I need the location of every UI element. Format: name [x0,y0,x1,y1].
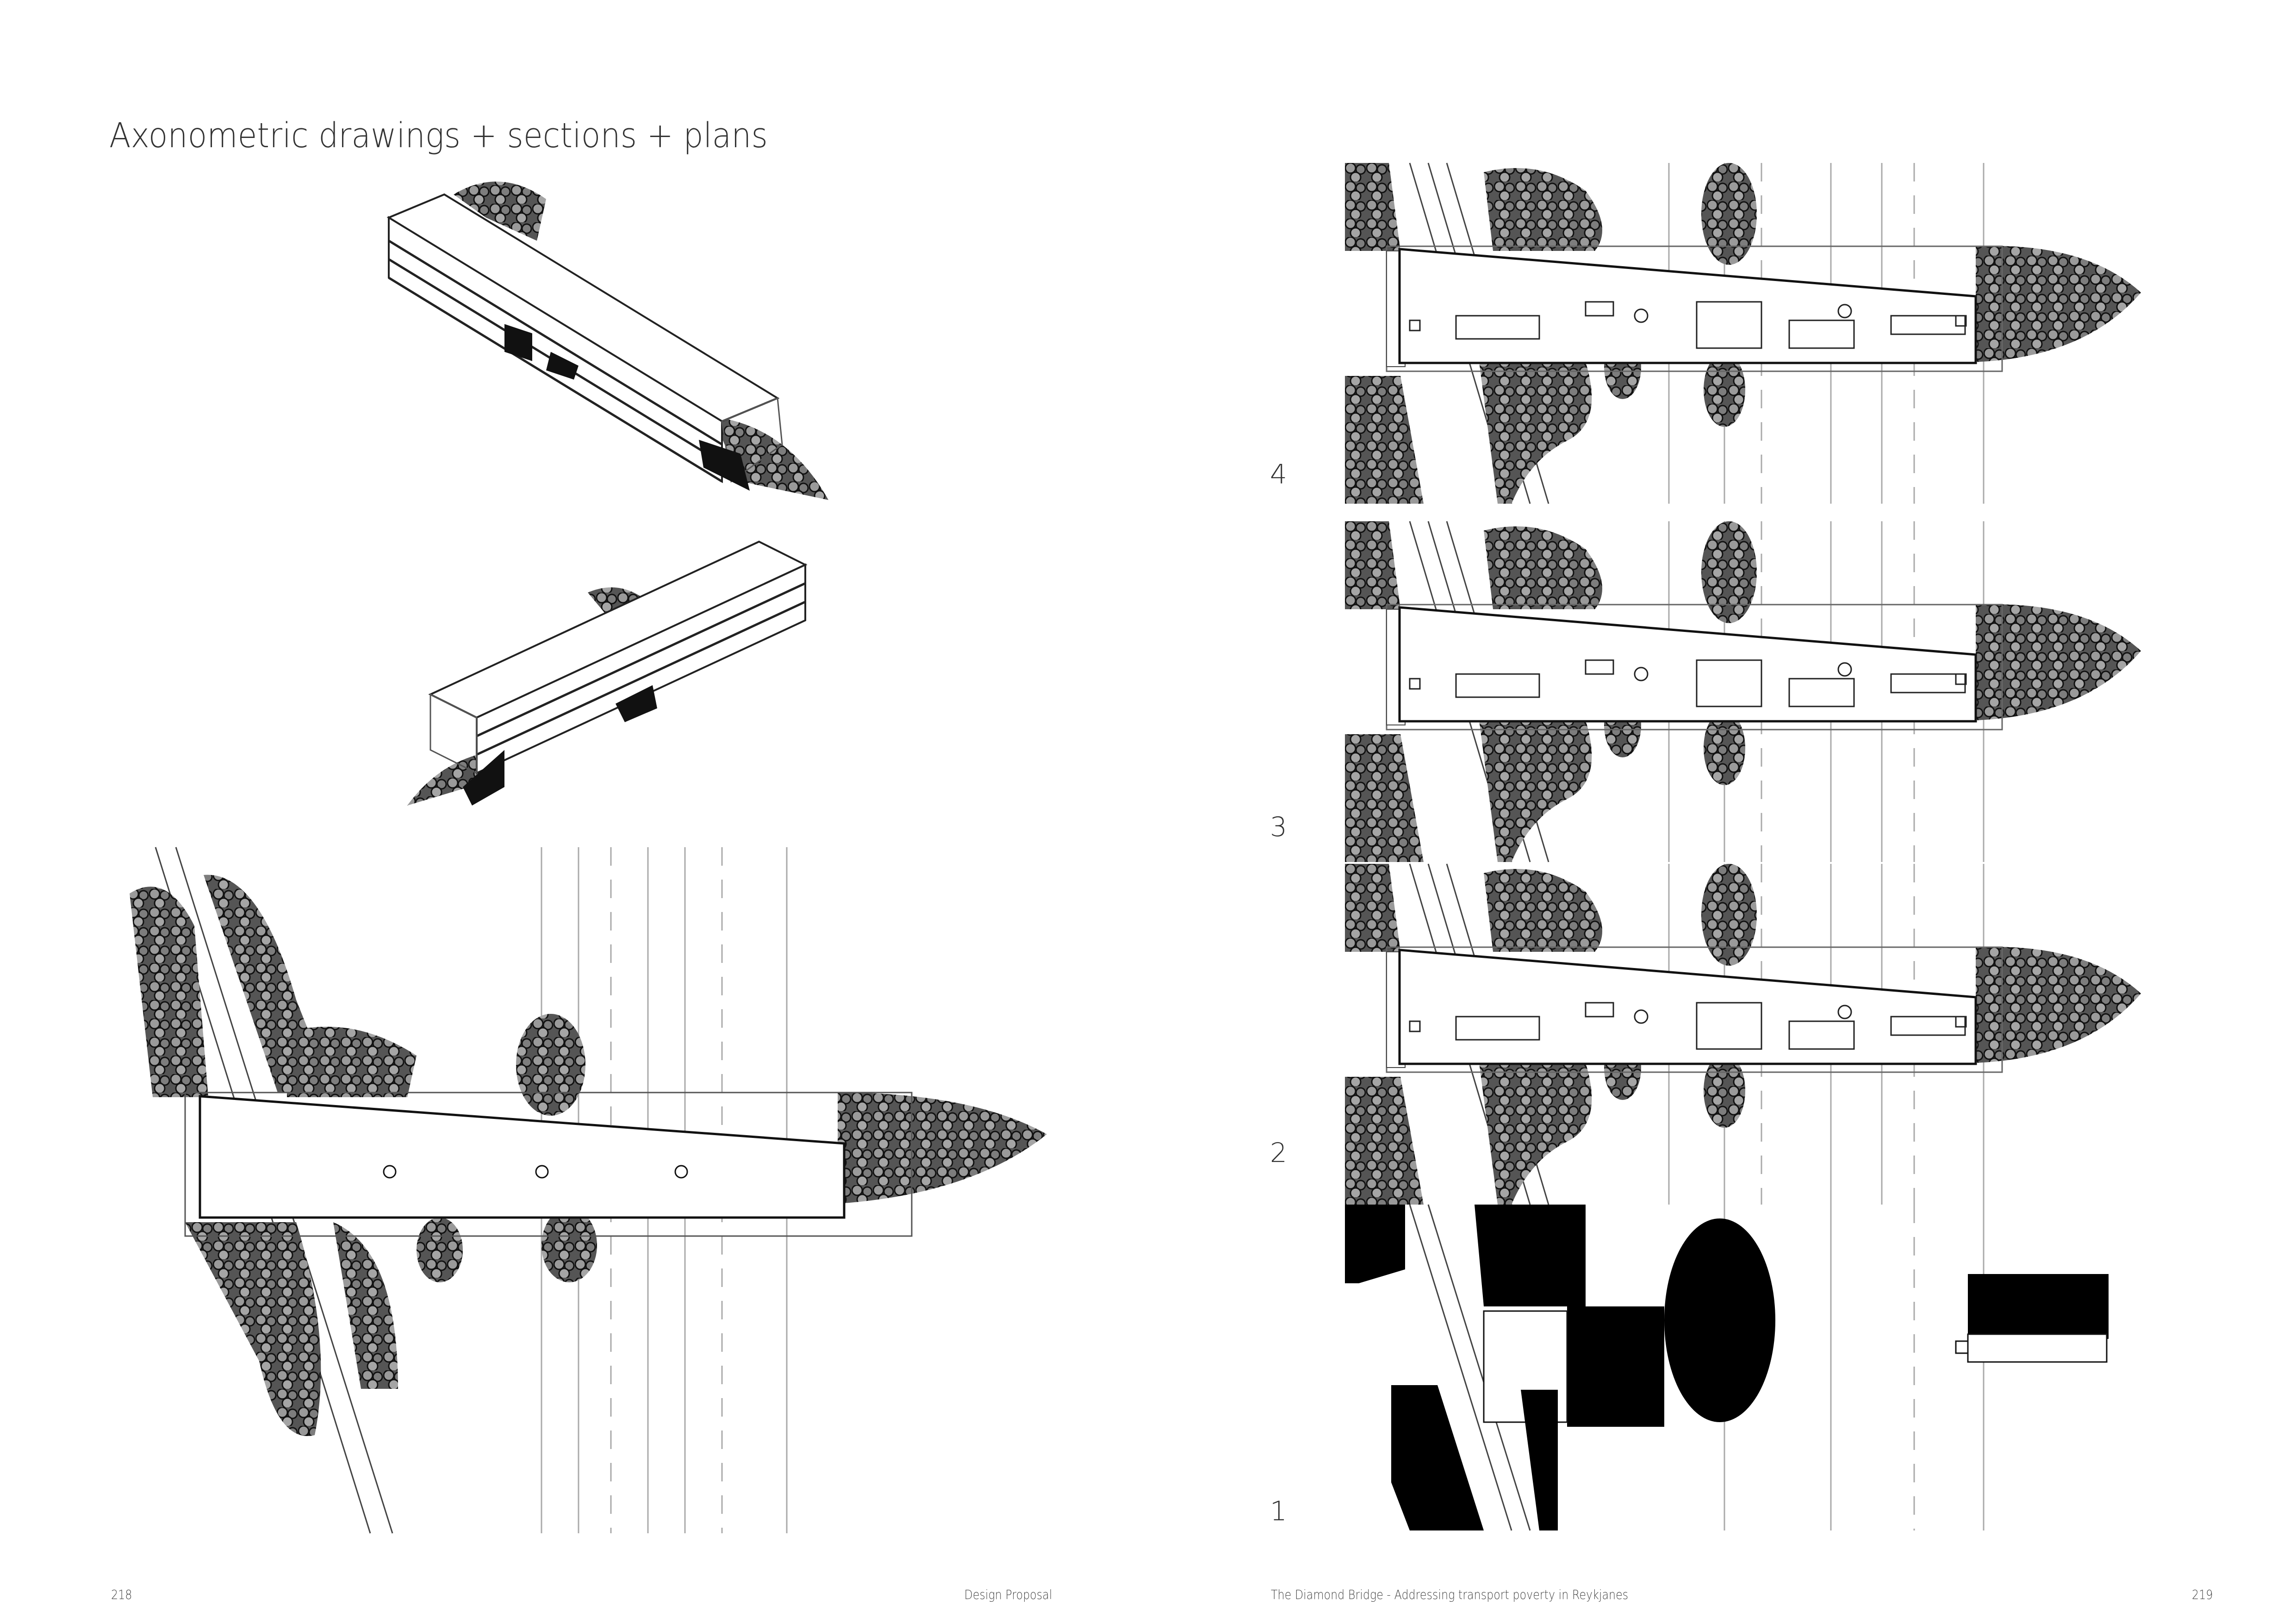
right-page-number: 219 [2192,1587,2213,1602]
right-footer: The Diamond Bridge - Addressing transpor… [1271,1587,1629,1602]
floor-label-4: 4 [1270,458,1287,490]
left-page-number: 218 [111,1587,132,1602]
floor-label-1: 1 [1270,1495,1287,1527]
floor-plan-3 [1345,521,2141,862]
page-title: Axonometric drawings + sections + plans [109,116,768,156]
site-roof-plan [130,847,1047,1534]
floor-plan-1 [1345,1204,2109,1531]
floor-label-3: 3 [1270,811,1287,843]
axonometric-drawing-2 [407,540,808,806]
left-footer: Design Proposal [964,1587,1052,1602]
floor-plan-4 [1345,163,2141,504]
axonometric-drawing-1 [386,181,828,500]
floor-plan-2 [1345,864,2141,1205]
floor-label-2: 2 [1270,1137,1287,1168]
